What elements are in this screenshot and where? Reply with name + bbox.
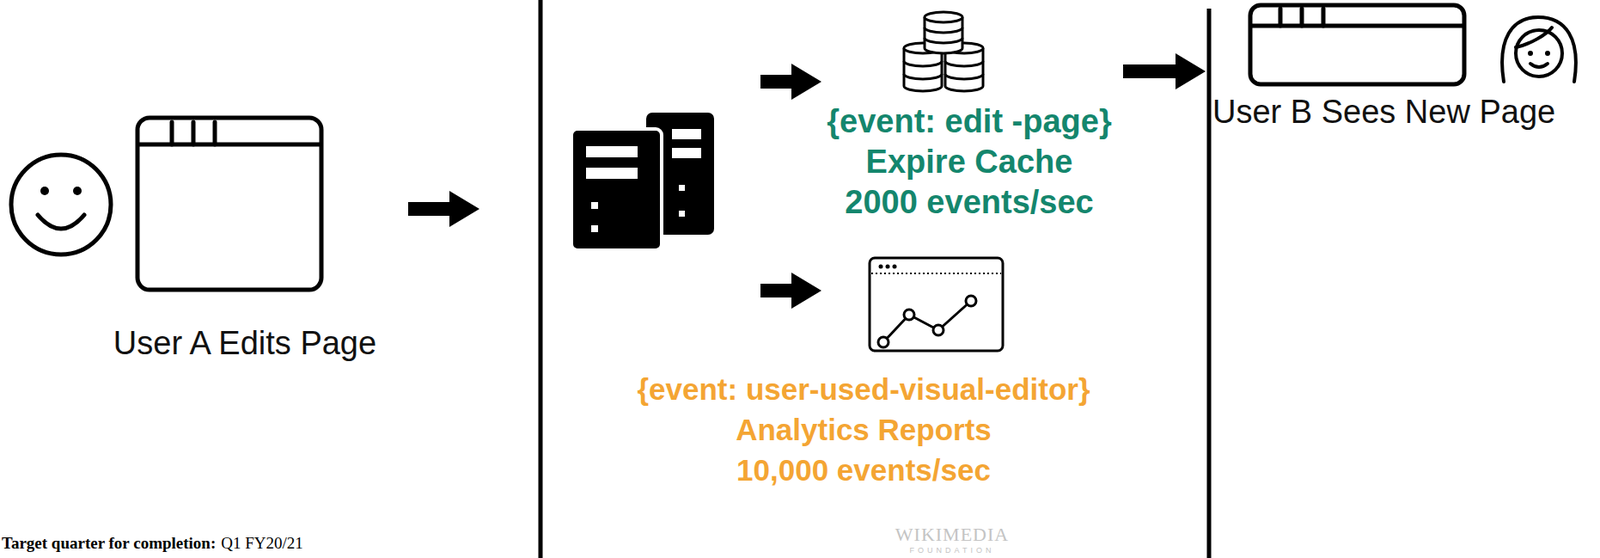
flow-arrow (408, 190, 480, 227)
user-face (1502, 17, 1576, 82)
user-caption: User B Sees New Page (1212, 3, 1574, 131)
flow-arrow (1123, 53, 1206, 90)
user-caption: User A Edits Page (94, 111, 396, 363)
flow-arrow (760, 272, 822, 309)
node-heading: User A Edits Page (113, 323, 377, 363)
user-face (11, 154, 111, 255)
node-text: 10,000 events/sec (736, 449, 991, 490)
watermark: WIKIMEDIA (895, 524, 1009, 545)
footer-note: Target quarter for completion: (1, 534, 216, 553)
server-icon (571, 112, 715, 251)
watermark: FOUNDATION (909, 546, 996, 556)
node-text: 2000 events/sec (844, 182, 1094, 223)
browser-window (137, 117, 322, 290)
separator-line (538, 0, 544, 558)
database-icon (903, 12, 984, 92)
flow-arrow (760, 63, 822, 100)
node-heading: User B Sees New Page (1212, 92, 1556, 131)
event-block: {event: edit -page}Expire Cache2000 even… (818, 8, 1120, 223)
node-heading: {event: edit -page} (826, 101, 1112, 142)
node-heading: {event: user-used-visual-editor} (636, 368, 1090, 410)
analytics-chart-icon (869, 257, 1003, 351)
node-text: Expire Cache (866, 141, 1074, 183)
event-block: {event: user-used-visual-editor}Analytic… (614, 249, 1113, 490)
separator-line (1207, 8, 1212, 558)
browser-window (1250, 5, 1465, 85)
node-text: Analytics Reports (735, 409, 992, 450)
footer-note: Q1 FY20/21 (220, 534, 304, 553)
